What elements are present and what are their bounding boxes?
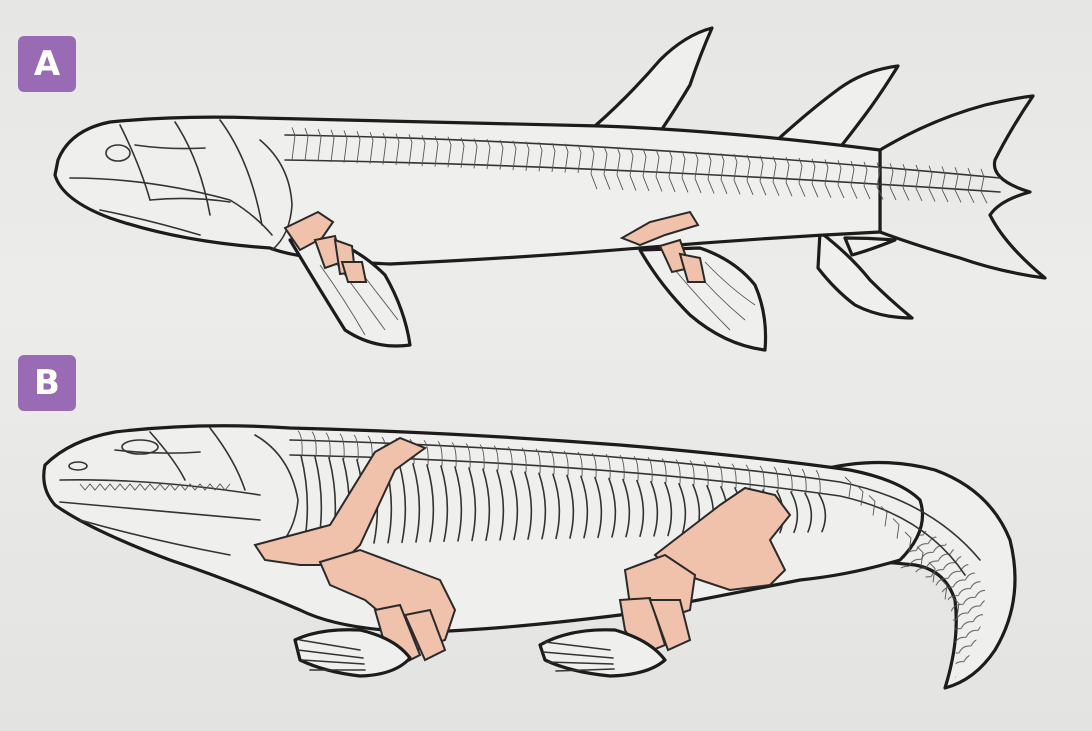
fish-vertebra bbox=[942, 167, 945, 190]
fish-ventral-fin-small bbox=[845, 238, 895, 255]
panel-label-b: B bbox=[18, 355, 76, 411]
panel-label-a: A bbox=[18, 36, 76, 92]
fish-tail-fin bbox=[880, 96, 1045, 278]
fish-hemal-spine bbox=[890, 187, 896, 200]
fish-vertebra bbox=[916, 165, 919, 188]
tetrapod-body-outline bbox=[44, 426, 923, 632]
fish-vertebra bbox=[903, 164, 906, 187]
fish-hemal-spine bbox=[929, 189, 935, 202]
fish-vertebra bbox=[968, 168, 971, 190]
fish-hemal-spine bbox=[968, 191, 974, 203]
fish-vertebra bbox=[981, 169, 984, 191]
fish-hemal-spine bbox=[955, 190, 961, 202]
fish-hemal-spine bbox=[903, 188, 909, 201]
fish-body-outline bbox=[55, 117, 880, 264]
fish-vertebra bbox=[929, 166, 932, 189]
tetrapod-drawing bbox=[44, 426, 1015, 688]
fish-vertebra bbox=[890, 163, 893, 187]
fish-hemal-spine bbox=[942, 189, 948, 201]
fish-dorsal-fin-rear bbox=[775, 66, 898, 150]
fish-hemal-spine bbox=[916, 188, 922, 201]
fish-vertebra bbox=[955, 167, 958, 190]
fish-dorsal-fin-front bbox=[595, 28, 712, 132]
fish-hemal-spine bbox=[981, 191, 987, 203]
fish-drawing bbox=[55, 28, 1045, 350]
